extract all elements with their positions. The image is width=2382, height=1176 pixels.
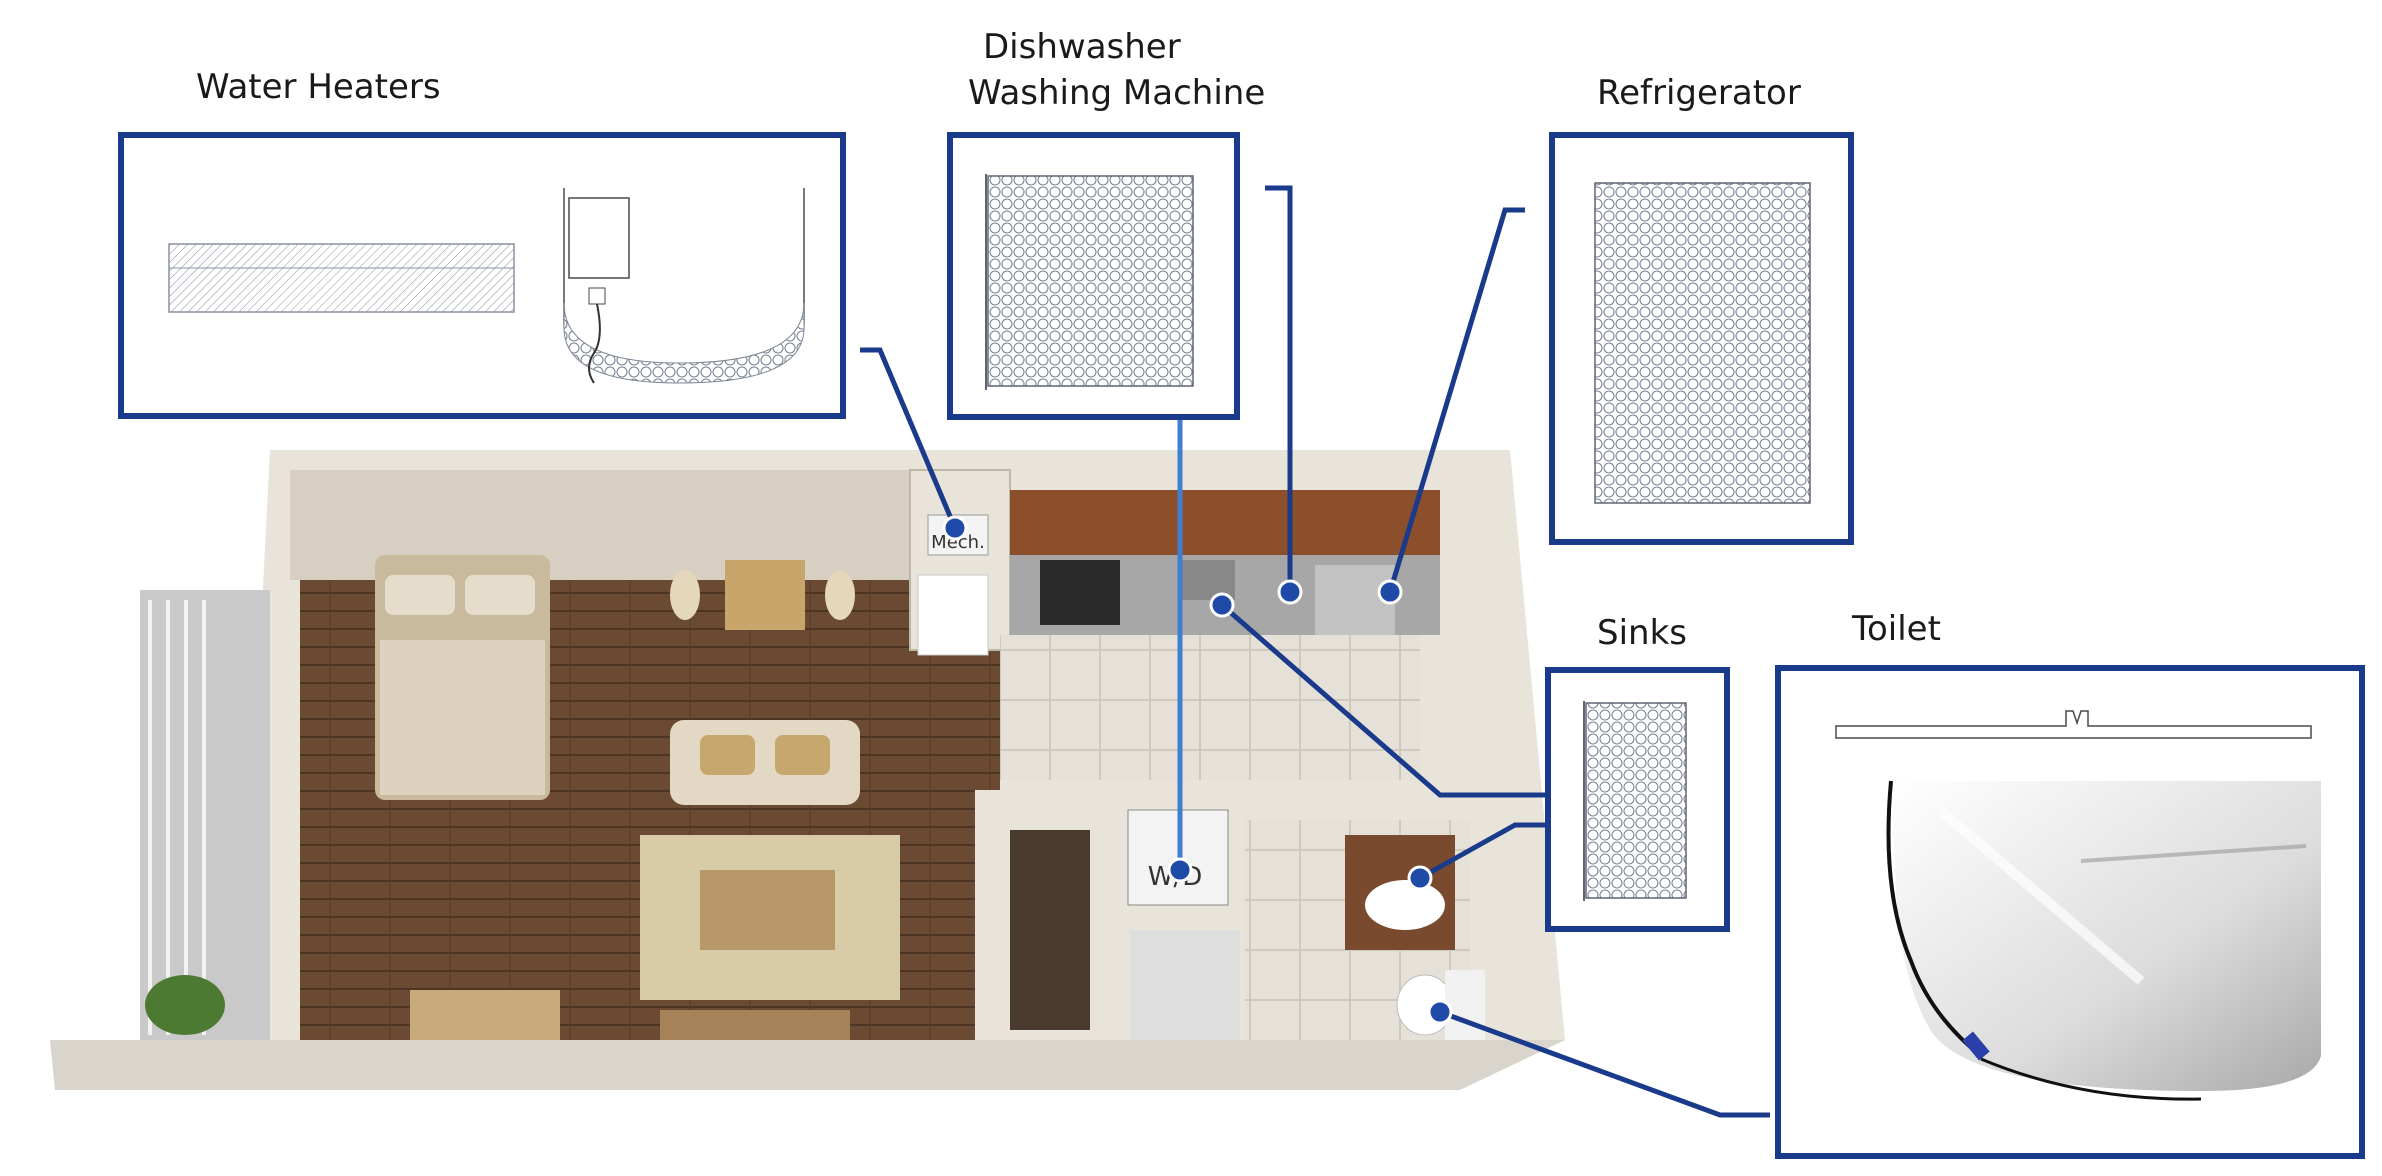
toilet-sensor-strip <box>1835 710 2312 739</box>
dining-chair-right <box>825 570 855 620</box>
water-heater-panel <box>568 197 630 279</box>
pillow-right <box>465 575 535 615</box>
tv-stand <box>660 1010 850 1040</box>
connector-sinks-kitchen <box>1220 603 1545 798</box>
sensor-washer <box>1167 857 1193 883</box>
label-dishwasher: Dishwasher <box>983 27 1181 67</box>
sensor-toilet <box>1427 999 1453 1025</box>
callout-dishwasher-washer <box>947 132 1240 420</box>
shower <box>1130 930 1240 1040</box>
stove <box>1040 560 1120 625</box>
desk <box>410 990 560 1040</box>
sofa-cushion-right <box>775 735 830 775</box>
sensor-bath-sink <box>1407 865 1433 891</box>
refrigerator-sensor-pad <box>1594 182 1811 504</box>
toilet-sensor-illustration <box>1835 710 2321 1101</box>
sensor-dots <box>942 515 1453 1025</box>
toilet-highlight <box>1937 807 2145 985</box>
connector-sinks-bath <box>1418 822 1545 881</box>
callout-water-heaters <box>118 132 846 419</box>
callout-toilet <box>1775 665 2365 1159</box>
toilet-cable-base <box>1980 1057 2202 1101</box>
toilet-cable <box>1886 780 1983 1058</box>
connector-dishwasher-washer <box>1265 185 1293 592</box>
mech-tag: Mech. <box>931 532 985 553</box>
label-refrigerator: Refrigerator <box>1597 73 1801 113</box>
water-heater-cable <box>588 303 601 384</box>
sink-sensor-illustration <box>1583 701 1687 901</box>
sensor-mech <box>942 515 968 541</box>
floor-plan: Mech. W/D <box>50 450 1565 1090</box>
coffee-table <box>700 870 835 950</box>
floor-slab <box>50 1040 1565 1090</box>
sofa-cushion-left <box>700 735 755 775</box>
connector-lines <box>860 185 1770 1118</box>
pillow-left <box>385 575 455 615</box>
water-heater-sensor-illustration <box>168 188 805 384</box>
mech-door <box>917 574 989 656</box>
dining-table <box>725 560 805 630</box>
callout-sinks <box>1545 667 1730 932</box>
label-toilet: Toilet <box>1852 609 1941 649</box>
connector-toilet <box>1439 1009 1770 1118</box>
dining-chair-left <box>670 570 700 620</box>
balcony-railing <box>148 600 206 1035</box>
connector-refrigerator <box>1387 207 1525 593</box>
vanity-basin <box>1365 880 1445 930</box>
sofa <box>670 720 860 805</box>
sensor-strip-flat <box>168 243 515 313</box>
kitchen-floor <box>1000 635 1420 780</box>
connector-water-heaters <box>860 347 958 529</box>
sink-sensor-pad <box>1585 702 1687 899</box>
sensor-dishwasher <box>1277 579 1303 605</box>
water-heater-sensor-band <box>563 302 805 384</box>
callout-refrigerator <box>1549 132 1854 545</box>
label-washing-machine: Washing Machine <box>968 73 1266 113</box>
refrigerator-sensor-illustration <box>1594 182 1811 504</box>
toilet-shadow-line <box>2080 844 2307 863</box>
sensor-kitchen-sink <box>1209 592 1235 618</box>
toilet-sensor-clip <box>1962 1031 1990 1061</box>
label-water-heaters: Water Heaters <box>196 67 441 107</box>
toilet-tank <box>1445 970 1485 1040</box>
sensor-refrigerator <box>1377 579 1403 605</box>
dishwasher-sensor-illustration <box>985 174 1194 390</box>
water-heater-valve <box>588 287 606 305</box>
bed-blanket <box>380 640 545 795</box>
dishwasher-sensor-pad <box>987 175 1194 387</box>
label-sinks: Sinks <box>1597 613 1687 653</box>
closet-rod <box>1010 830 1090 1030</box>
balcony-plant <box>145 975 225 1035</box>
